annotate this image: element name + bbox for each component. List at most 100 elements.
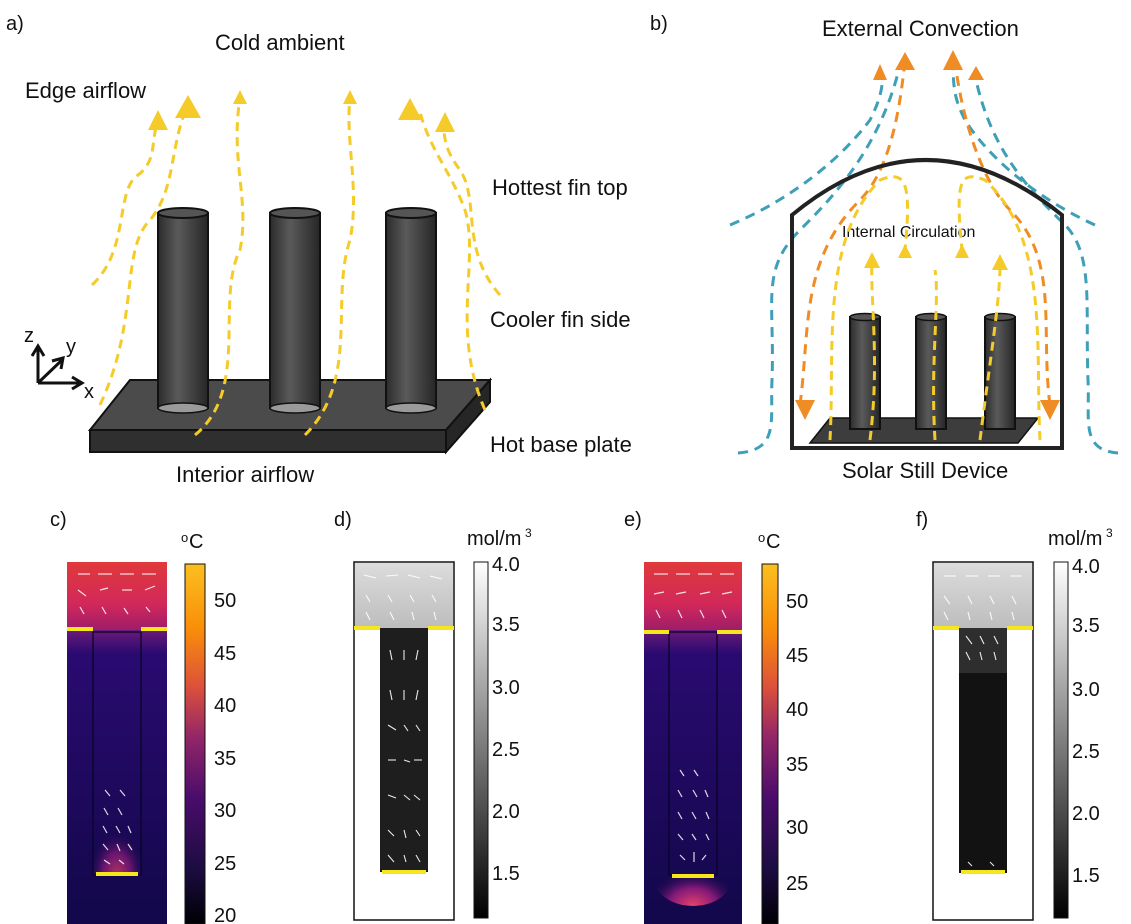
cold-ambient-label: Cold ambient xyxy=(215,30,345,55)
fin-tip-left xyxy=(67,627,93,631)
axis-x-label: x xyxy=(84,381,94,403)
fin-tip-left xyxy=(933,626,959,630)
fin-3 xyxy=(385,207,437,414)
panel-c: c) o C 50 45 40 35 30 25 20 xyxy=(50,509,236,924)
base-line xyxy=(961,870,1005,874)
concentration-colorbar xyxy=(1053,561,1069,919)
tick-label: 3.0 xyxy=(1072,679,1100,701)
hottest-fin-top-label: Hottest fin top xyxy=(492,175,628,200)
fin-2 xyxy=(269,207,321,414)
temperature-colorbar xyxy=(184,563,206,924)
concentration-colorbar xyxy=(473,561,489,919)
colorbar-ticks-d: 4.0 3.5 3.0 2.5 2.0 1.5 xyxy=(492,554,520,885)
panel-a-label: a) xyxy=(6,13,24,35)
unit-superscript: 3 xyxy=(525,526,532,540)
axis-z-label: z xyxy=(24,325,34,347)
fin-tip-left xyxy=(644,630,669,634)
axis-y-label: y xyxy=(66,336,76,358)
interior-airflow-2 xyxy=(303,97,355,437)
tick-label: 25 xyxy=(214,853,236,875)
tick-label: 45 xyxy=(786,645,808,667)
solar-still-enclosure xyxy=(790,158,1064,450)
tick-label: 3.0 xyxy=(492,677,520,699)
unit-mol-per-m: mol/m xyxy=(467,528,521,550)
internal-circulation-arrowheads xyxy=(864,244,1008,270)
hot-base-plate-label: Hot base plate xyxy=(490,432,632,457)
internal-circulation-label: Internal Circulation xyxy=(842,224,975,241)
tick-label: 35 xyxy=(214,748,236,770)
panel-d: d) mol/m 3 4.0 3.5 3.0 2.5 2.0 1.5 xyxy=(334,509,532,921)
tick-label: 2.5 xyxy=(492,739,520,761)
tick-label: 3.5 xyxy=(1072,615,1100,637)
fin-tip-right xyxy=(141,627,167,631)
solar-still-device-label: Solar Still Device xyxy=(842,458,1008,483)
temperature-field-body xyxy=(67,630,167,924)
airflow-lines xyxy=(90,97,502,437)
tick-label: 1.5 xyxy=(1072,865,1100,887)
unit-mol-per-m: mol/m xyxy=(1048,528,1102,550)
velocity-arrows xyxy=(653,573,734,862)
panel-d-label: d) xyxy=(334,509,352,531)
airflow-arrowheads xyxy=(148,90,455,132)
tick-label: 25 xyxy=(786,873,808,895)
fin-tip-right xyxy=(717,630,742,634)
tick-label: 30 xyxy=(214,800,236,822)
external-convection-label: External Convection xyxy=(822,16,1019,41)
tick-label: 40 xyxy=(786,699,808,721)
panel-f-label: f) xyxy=(916,509,928,531)
temperature-field-top xyxy=(67,562,167,632)
velocity-arrows xyxy=(943,575,1022,867)
hot-base-line xyxy=(96,872,138,876)
base-line xyxy=(382,870,426,874)
tick-label: 50 xyxy=(786,591,808,613)
panel-e-label: e) xyxy=(624,509,642,531)
fin-tip-right xyxy=(1007,626,1033,630)
concentration-field-top xyxy=(355,563,453,628)
edge-airflow-right xyxy=(418,111,487,411)
panel-c-label: c) xyxy=(50,509,67,531)
tick-label: 40 xyxy=(214,695,236,717)
tick-label: 1.5 xyxy=(492,863,520,885)
unit-celsius: C xyxy=(766,531,780,553)
edge-airflow-left-2 xyxy=(98,111,187,406)
cooler-fin-side-label: Cooler fin side xyxy=(490,307,631,332)
panel-e: e) o C 50 45 40 35 30 25 xyxy=(624,509,808,924)
hot-base-line xyxy=(672,874,714,878)
tick-label: 30 xyxy=(786,817,808,839)
interior-airflow-label: Interior airflow xyxy=(176,462,314,487)
colorbar-ticks-e: 50 45 40 35 30 25 xyxy=(786,591,808,895)
tick-label: 4.0 xyxy=(1072,556,1100,578)
unit-celsius: C xyxy=(189,531,203,553)
colorbar-ticks-c: 50 45 40 35 30 25 20 xyxy=(214,590,236,924)
tick-label: 3.5 xyxy=(492,614,520,636)
colorbar-ticks-f: 4.0 3.5 3.0 2.5 2.0 1.5 xyxy=(1072,556,1100,887)
external-flow-arrowheads xyxy=(795,50,1060,420)
unit-degree: o xyxy=(181,530,188,545)
temperature-field-top xyxy=(644,562,742,632)
unit-superscript: 3 xyxy=(1106,526,1113,540)
panel-b-label: b) xyxy=(650,13,668,35)
edge-airflow-right-2 xyxy=(441,123,502,296)
tick-label: 45 xyxy=(214,643,236,665)
tick-label: 2.0 xyxy=(492,801,520,823)
panel-f: f) mol/m 3 4.0 3.5 3.0 2.5 2.0 1.5 xyxy=(916,509,1113,921)
internal-circulation-lines xyxy=(828,175,1042,441)
panel-a: a) Cold ambient Edge airflow Hottest fin… xyxy=(6,13,632,487)
temperature-colorbar xyxy=(761,563,779,924)
external-flow-lines xyxy=(729,59,1119,455)
tick-label: 2.0 xyxy=(1072,803,1100,825)
tick-label: 35 xyxy=(786,754,808,776)
fin-tip-right xyxy=(428,626,454,630)
tick-label: 50 xyxy=(214,590,236,612)
interior-airflow-1 xyxy=(194,97,245,437)
unit-degree: o xyxy=(758,530,765,545)
panel-b: b) External Convection Internal Circulat… xyxy=(650,13,1119,483)
concentration-field-top xyxy=(934,563,1032,628)
edge-airflow-label: Edge airflow xyxy=(25,78,146,103)
velocity-arrows xyxy=(363,574,443,863)
tick-label: 2.5 xyxy=(1072,741,1100,763)
fin-tip-left xyxy=(354,626,380,630)
coordinate-axes xyxy=(30,343,85,391)
edge-airflow-left xyxy=(90,121,160,287)
